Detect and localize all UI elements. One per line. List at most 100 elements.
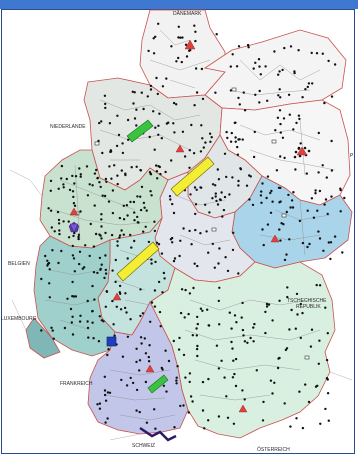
location-dot [271,200,274,203]
location-dot [194,67,198,70]
location-dot [72,295,76,298]
location-dot [95,168,98,172]
location-dot [99,185,102,189]
location-dot [271,392,274,395]
location-dot [86,299,89,303]
location-dot [92,271,96,274]
location-dot [314,192,317,195]
location-dot [169,198,172,201]
location-dot [295,292,299,296]
location-dot [122,218,126,221]
location-dot [261,419,265,422]
location-dot [104,177,108,181]
location-dot [49,209,53,212]
location-dot [318,284,322,287]
location-dot [315,52,319,55]
location-dot [116,240,119,243]
location-dot [168,195,172,198]
location-dot [217,415,221,418]
location-dot [165,390,168,393]
location-dot [147,355,150,359]
location-dot [298,390,301,393]
location-dot [233,314,237,317]
location-dot [206,308,209,311]
location-dot [89,222,93,226]
location-dot [161,85,165,88]
location-dot [140,342,143,345]
location-dot [237,179,240,183]
location-dot [214,192,217,195]
location-dot [295,121,298,125]
location-dot [230,131,233,135]
location-dot [292,191,295,194]
location-dot [157,22,160,25]
location-dot [100,120,103,123]
location-dot [119,292,122,295]
location-dot [46,259,49,262]
location-dot [67,236,71,239]
location-dot [188,166,191,169]
location-dot [79,173,83,176]
location-dot [322,249,325,252]
location-dot [200,124,203,127]
location-dot [167,359,171,363]
location-dot [182,353,186,357]
location-dot [187,411,190,414]
location-dot [124,292,127,295]
location-dot [283,258,287,262]
location-dot [74,175,78,178]
location-dot [226,136,229,140]
location-dot [267,303,271,306]
location-dot [241,389,244,392]
location-dot [333,63,337,66]
location-dot [195,91,199,94]
location-dot [187,312,190,316]
location-dot [185,55,189,58]
location-dot [323,203,326,206]
location-dot [207,419,210,422]
location-dot [235,65,239,68]
location-dot [116,114,119,118]
location-dot [155,241,159,244]
location-dot [179,404,182,408]
location-dot [121,355,125,358]
location-dot [326,332,329,335]
location-dot [293,71,296,75]
location-dot [102,320,105,323]
location-dot [62,186,65,189]
location-dot [258,89,261,93]
location-dot [226,416,230,419]
location-dot [228,193,231,196]
location-dot [65,177,69,181]
purple-star-icon [68,221,80,233]
location-dot [156,177,159,180]
location-dot [101,151,104,155]
location-dot [298,117,301,121]
location-dot [40,277,43,281]
location-dot [149,84,153,88]
location-dot [147,49,150,53]
location-dot [279,96,282,99]
location-dot [173,131,176,134]
location-dot [232,359,235,362]
location-dot [149,88,153,91]
location-dot [276,116,280,120]
location-dot [125,204,129,207]
location-dot [223,152,227,155]
location-dot [101,194,104,197]
location-dot [193,24,196,27]
location-dot [106,353,109,357]
location-dot [116,174,119,177]
location-dot [221,215,224,218]
location-dot [330,195,333,198]
location-dot [207,251,210,254]
location-dot [172,101,176,105]
location-dot [194,30,197,33]
location-dot [218,323,221,326]
location-dot [295,417,298,420]
location-dot [307,400,311,404]
region-baden-wuerttemberg [87,301,189,435]
location-dot [139,208,143,212]
location-dot [181,130,185,133]
